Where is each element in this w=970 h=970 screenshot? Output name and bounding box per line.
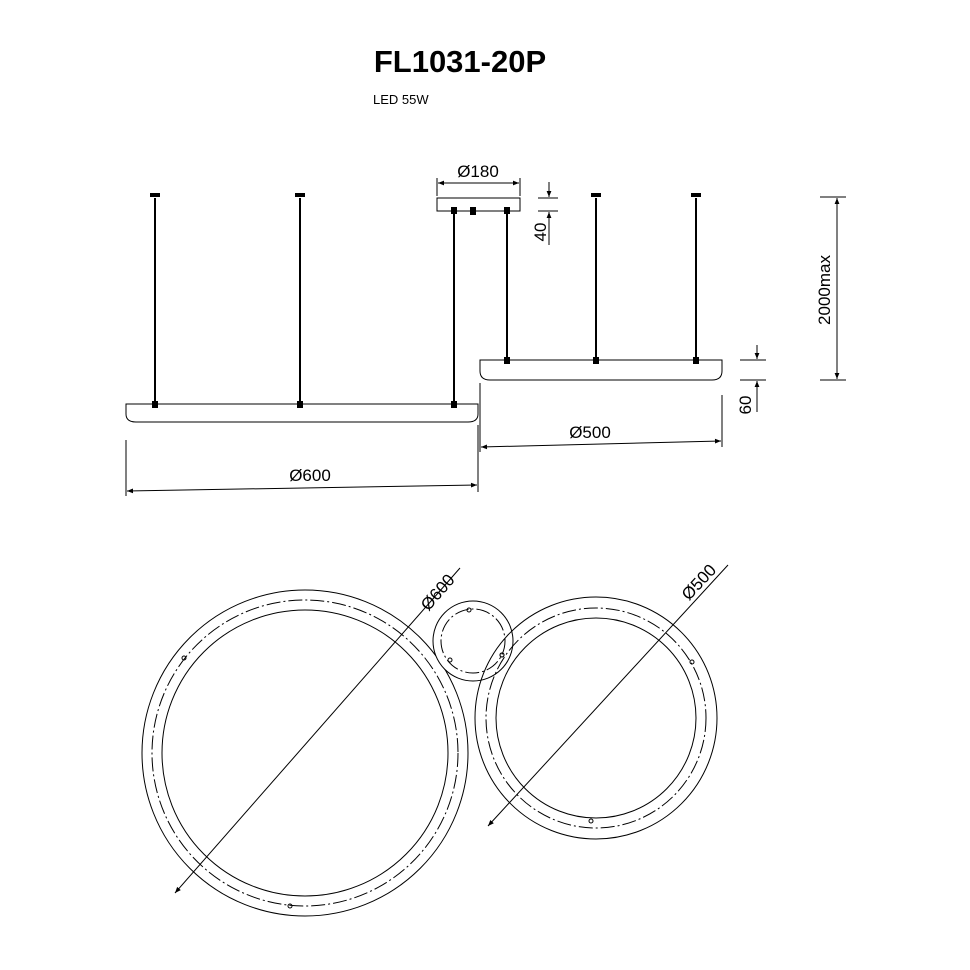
ring-height-label: 60 [736,396,755,415]
canopy-height-label: 40 [531,223,550,242]
product-subtitle: LED 55W [373,92,429,107]
product-title: FL1031-20P [373,44,547,79]
side-view: Ø180 40 2000max 60 Ø500 Ø600 [125,162,846,496]
top-small-diameter-label: Ø500 [678,561,720,604]
top-view: Ø600 Ø500 [141,561,729,917]
max-height-label: 2000max [815,255,834,325]
small-ring-diameter-label: Ø500 [569,423,611,442]
canopy-top [432,600,514,682]
large-ring-top [141,589,469,917]
small-ring-top [474,596,718,840]
large-ring-profile [125,403,479,423]
canopy-diameter-label: Ø180 [457,162,499,181]
rod-mounts [150,193,701,408]
canopy [436,197,521,212]
suspension-rods [154,198,697,404]
large-ring-diameter-label: Ø600 [289,466,331,485]
small-ring-profile [479,359,723,381]
